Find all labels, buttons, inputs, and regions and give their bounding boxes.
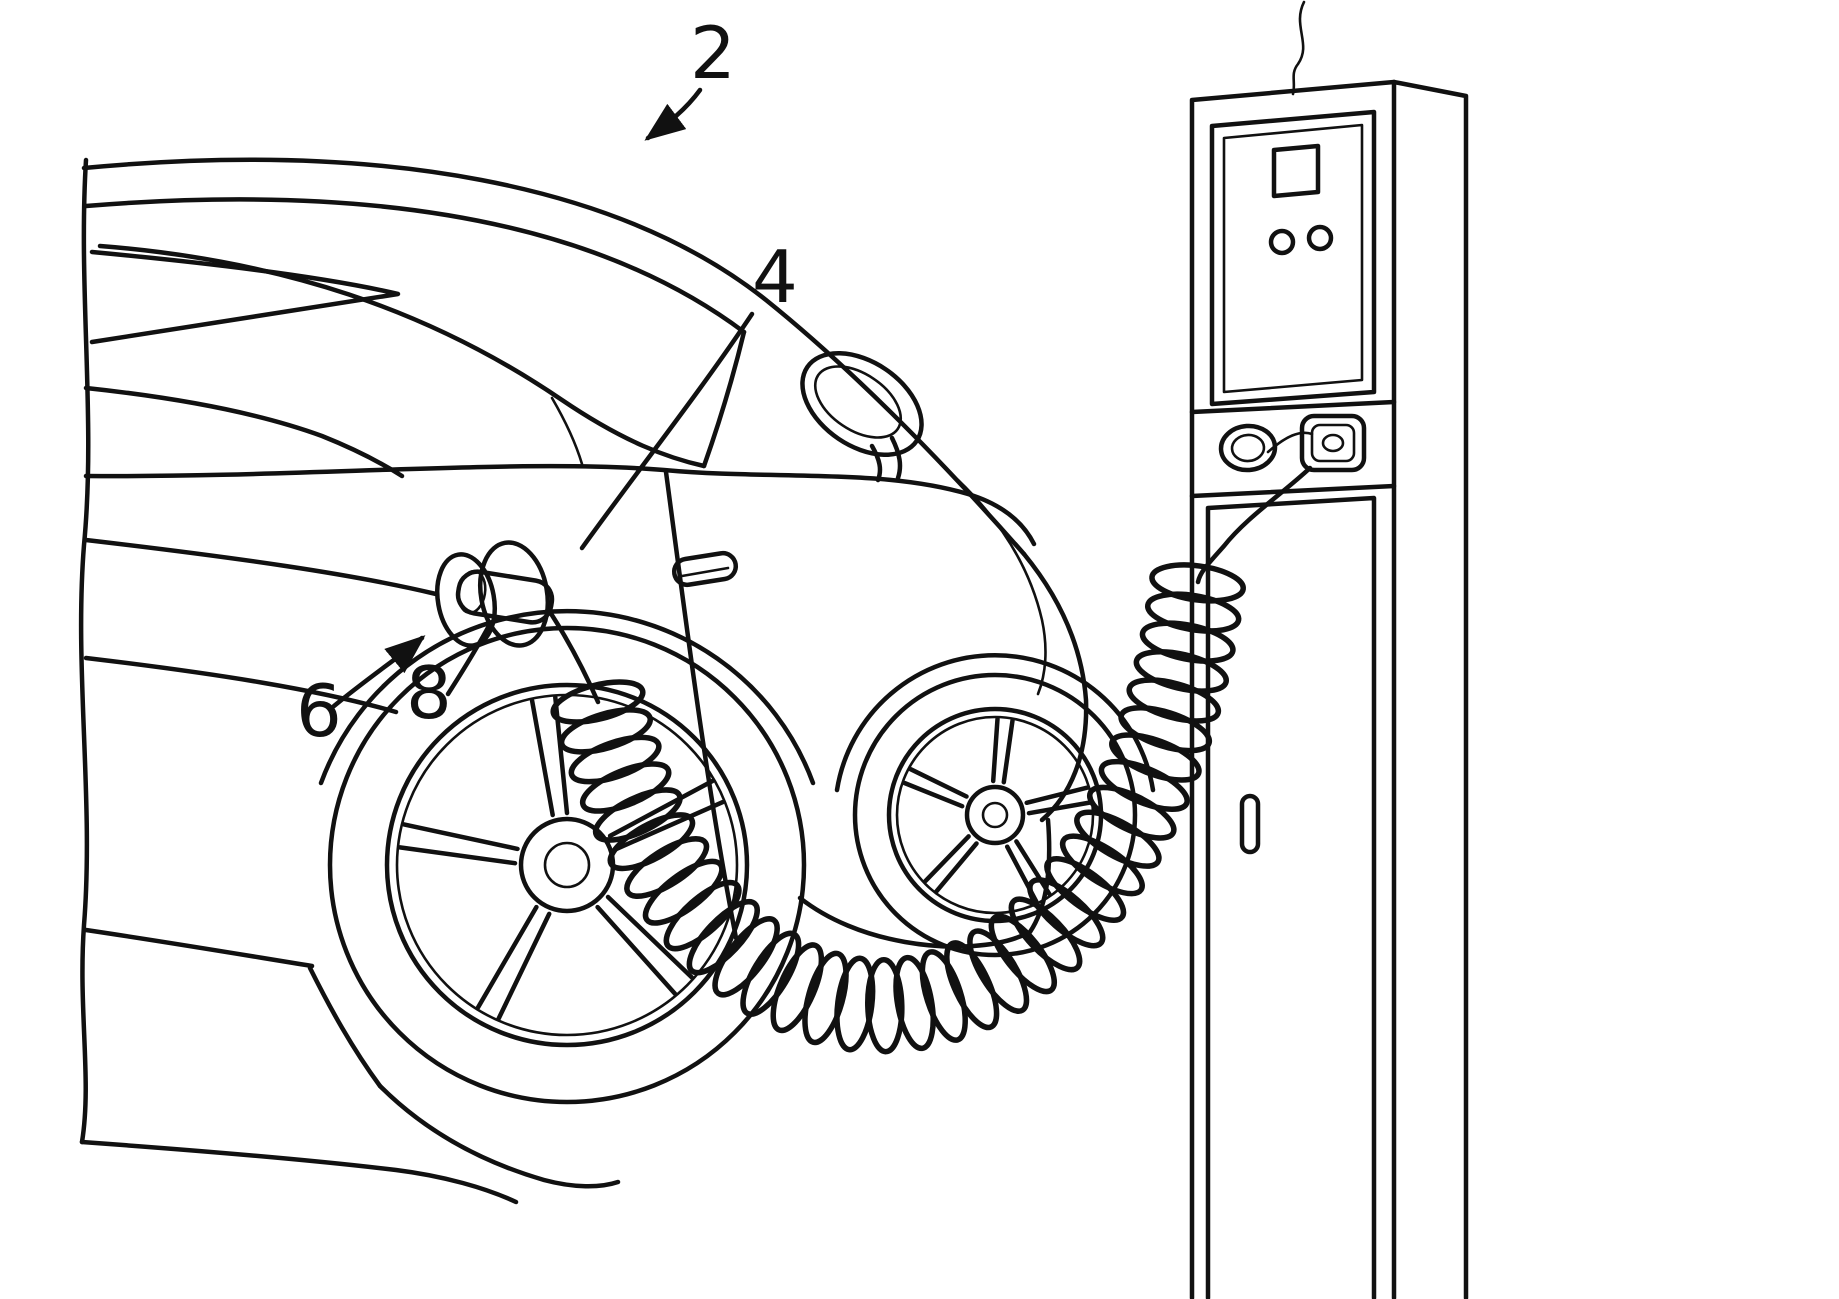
rear-wheel-arch (318, 608, 816, 786)
side-mirror (800, 351, 924, 483)
plug-holder-inner (1310, 423, 1356, 463)
rear-wheel (327, 625, 807, 1105)
label-2: 2 (690, 11, 736, 95)
station-divider-lower (1189, 483, 1397, 499)
roof-line (81, 157, 1027, 557)
front-tire-outer (852, 672, 1138, 958)
leader-arrow-6 (331, 635, 426, 709)
door (663, 469, 739, 941)
charging-plug (455, 569, 555, 625)
car-body (79, 157, 1156, 1205)
label-6: 6 (296, 669, 342, 753)
vehicle (78, 157, 1156, 1205)
fender-crease-lower (83, 655, 399, 715)
leader-arrow-2 (644, 87, 703, 141)
station-door-frame (1205, 495, 1377, 1299)
shoulder-crease (83, 385, 405, 479)
charging-station (1189, 0, 1469, 1299)
cable-to-station (1195, 465, 1313, 585)
rear-tire-inner (384, 682, 750, 1048)
plug-cable-stub (547, 609, 601, 705)
beltline (83, 463, 1037, 547)
plug-holder[interactable] (1299, 413, 1367, 473)
holstered-plug (1321, 433, 1345, 453)
station-socket[interactable] (1218, 423, 1278, 473)
station-door[interactable] (1205, 495, 1377, 1299)
front-hub (964, 784, 1026, 846)
rear-hub-center (543, 841, 591, 889)
station-head-panel (1209, 109, 1377, 407)
window-bottom (97, 243, 707, 469)
rear-hub (518, 816, 616, 914)
a-pillar (701, 329, 747, 469)
rear-pillar-wedge (89, 249, 401, 345)
bumper-bottom (79, 1139, 519, 1205)
station-button-left[interactable] (1268, 228, 1296, 256)
charging-plug-face (457, 569, 487, 615)
cable-pigtail (1266, 431, 1314, 454)
front-wheel-spokes (902, 716, 1093, 904)
station-side-face (1391, 79, 1469, 1299)
head-panel-inner (1222, 123, 1364, 394)
charging-flap (435, 552, 497, 648)
reference-labels: 2 4 6 8 (296, 11, 798, 753)
charging-cable (550, 431, 1314, 1055)
mirror-arm (869, 435, 903, 483)
charging-port (435, 540, 601, 705)
station-divider-upper (1189, 399, 1397, 415)
rear-rim (395, 693, 739, 1037)
leader-line-8 (445, 621, 493, 697)
label-4: 4 (752, 235, 798, 319)
rear-lower-line (83, 927, 315, 969)
door-seam (663, 469, 739, 941)
station-socket-section (1218, 413, 1367, 473)
door-handle (671, 550, 739, 588)
head-panel-outer (1209, 109, 1377, 407)
label-8: 8 (406, 651, 452, 735)
rear-tire-outer (327, 625, 807, 1105)
torn-edge-line (78, 157, 91, 1145)
glass-divider (550, 396, 584, 466)
front-hub-center (981, 801, 1009, 829)
bumper-corner (307, 965, 383, 1089)
fender-crease-upper (83, 537, 439, 597)
station-button-right[interactable] (1306, 224, 1334, 252)
torn-edge (78, 157, 91, 1145)
front-seam (956, 478, 1047, 696)
leader-line-4 (579, 311, 755, 551)
station-lead-squiggle (1291, 0, 1306, 96)
coiled-cable (550, 562, 1247, 1055)
drip-rail (83, 197, 747, 335)
mirror-housing (800, 351, 924, 457)
door-handle-line (680, 566, 730, 578)
station-door-handle[interactable] (1239, 793, 1261, 855)
station-socket-inner (1230, 433, 1266, 463)
mirror-glass (813, 365, 903, 439)
rear-valance (377, 1083, 621, 1189)
station-screen[interactable] (1271, 143, 1321, 199)
